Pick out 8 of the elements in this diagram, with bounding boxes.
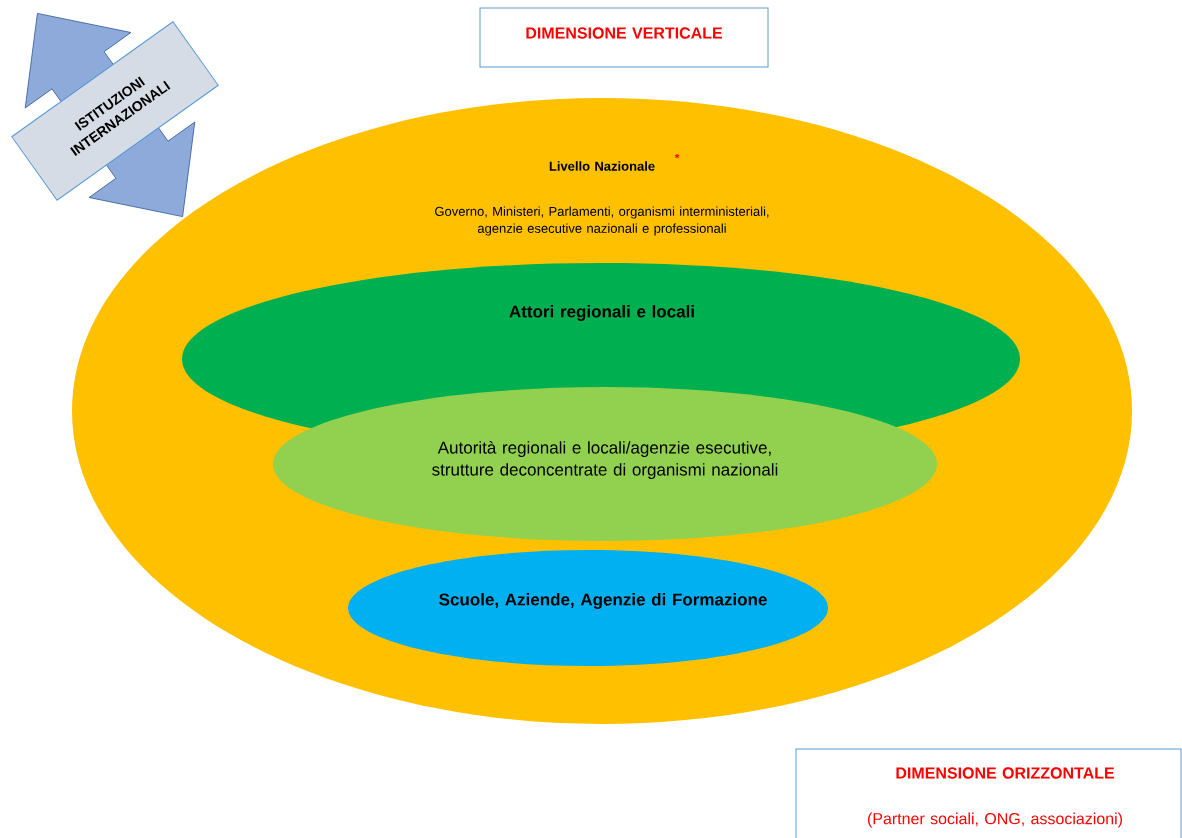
ellipse-label: Autorità regionali e locali/agenzie esecutive, strutture deconcentrate di organismi nazionali bbox=[432, 441, 778, 480]
ellipse-label: Attori regionali e locali bbox=[509, 305, 694, 321]
text-box: DIMENSIONE VERTICALE bbox=[479, 7, 769, 68]
asterisk: * bbox=[674, 153, 680, 159]
ellipse-label: Scuole, Aziende, Agenzie di Formazione bbox=[439, 593, 767, 609]
heading: Livello Nazionale bbox=[549, 161, 655, 171]
text-box: DIMENSIONE ORIZZONTALE (Partner sociali, ONG, associazioni) bbox=[795, 748, 1182, 838]
ellipse-label: Governo, Ministeri, Parlamenti, organismi interministeriali, agenzie esecutive nazionali e professionali bbox=[435, 206, 769, 236]
